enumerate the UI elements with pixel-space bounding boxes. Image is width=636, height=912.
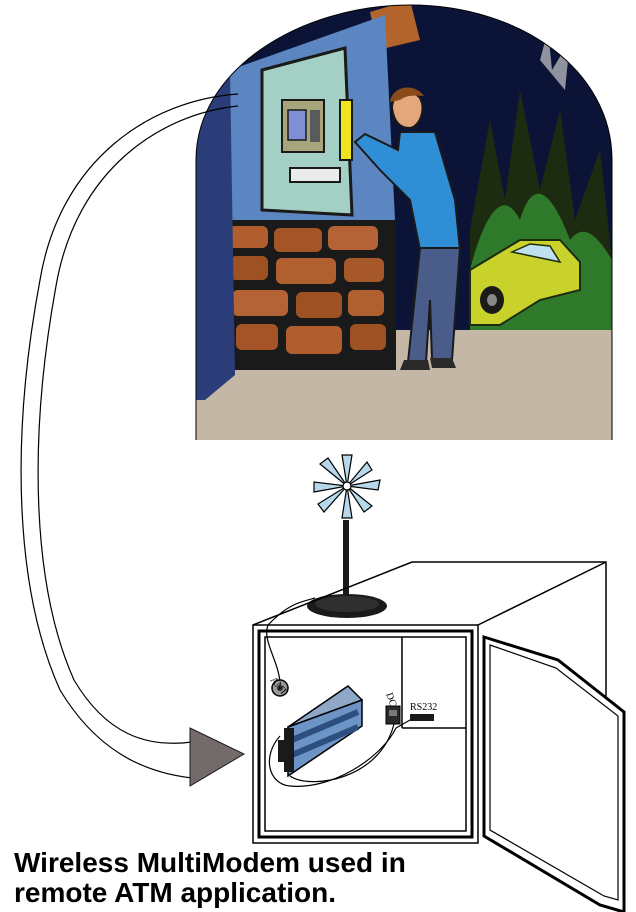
atm-machine — [262, 48, 352, 215]
arrowhead — [190, 728, 244, 786]
signal-burst-icon — [314, 455, 380, 518]
rs232-label: RS232 — [410, 702, 437, 713]
atm-scene-illustration — [196, 0, 612, 440]
antenna-mast — [343, 520, 349, 604]
rs232-port: RS232 — [410, 702, 437, 721]
antenna — [307, 455, 387, 618]
caption-line-2: remote ATM application. — [14, 878, 336, 908]
cabinet-door — [484, 637, 624, 912]
caption-line-1: Wireless MultiModem used in — [14, 848, 406, 878]
